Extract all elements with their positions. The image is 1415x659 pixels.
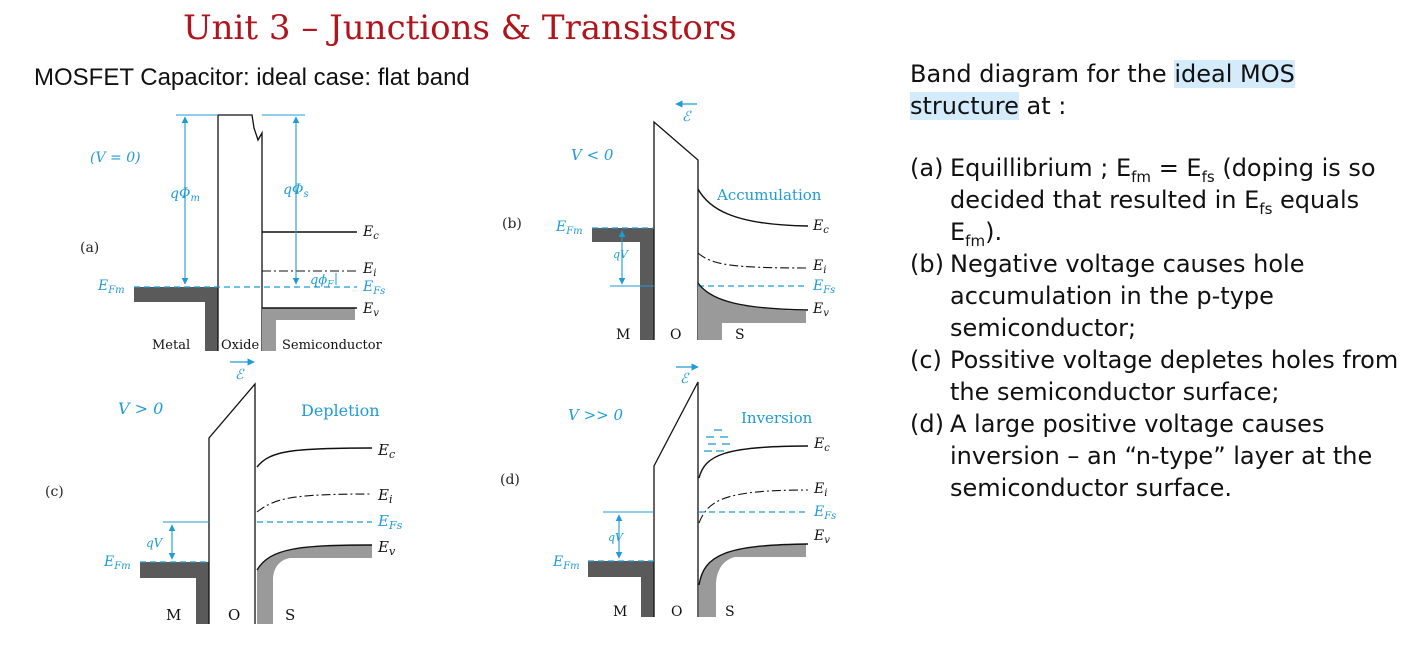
panel-a-ei-label: Ei: [362, 261, 376, 279]
panel-d-bias: V >> 0: [568, 406, 624, 424]
panel-a: (a) (V = 0) qΦm qΦs qϕF EFm Ec Ei EFs Ev…: [80, 114, 385, 353]
panel-b-regime: Accumulation: [716, 186, 822, 204]
panel-b-m-label: M: [616, 327, 630, 343]
slide-subtitle: MOSFET Capacitor: ideal case: flat band: [34, 64, 470, 91]
panel-d-ev-line: [698, 543, 809, 586]
panel-c-s-label: S: [285, 606, 295, 624]
panel-c-tag: (c): [45, 484, 64, 500]
mos-band-diagrams: (a) (V = 0) qΦm qΦs qϕF EFm Ec Ei EFs Ev…: [45, 100, 836, 624]
panel-a-ev-label: Ev: [362, 301, 379, 319]
panel-c-bias: V > 0: [118, 399, 163, 418]
panel-a-metal-label: Metal: [152, 338, 190, 353]
panel-c-ec-line: [256, 447, 373, 468]
panel-b-ei-label: Ei: [812, 258, 826, 276]
panel-a-oxide: [217, 114, 263, 351]
panel-c-ec-label: Ec: [377, 441, 395, 461]
slide-title: Unit 3 – Junctions & Transistors: [183, 8, 737, 48]
panel-b-metal: [592, 228, 654, 340]
panel-c-ei-label: Ei: [377, 486, 392, 506]
panel-b-efs-label: EFs: [812, 278, 835, 296]
panel-c-efm-label: EFm: [103, 554, 131, 572]
panel-c-efs-label: EFs: [377, 512, 403, 532]
panel-a-oxide-label: Oxide: [221, 338, 259, 353]
panel-b-s-label: S: [735, 327, 745, 343]
panel-c-valence-block: [257, 545, 372, 624]
panel-b-field-label: ℰ: [682, 109, 692, 125]
explanation-item-d: (d) A large positive voltage causes inve…: [910, 410, 1373, 502]
panel-a-ec-label: Ec: [362, 224, 379, 242]
panel-c-m-label: M: [166, 606, 181, 624]
panel-d-qv-label: qV: [608, 531, 624, 544]
panel-a-qphim-label: qΦm: [170, 186, 200, 204]
explanation-item-c: (c) Possitive voltage depletes holes fro…: [910, 346, 1399, 406]
panel-a-tag: (a): [80, 240, 99, 256]
panel-b-ec-line: [697, 188, 809, 227]
panel-b-bias: V < 0: [571, 146, 614, 164]
panel-c-ev-label: Ev: [377, 538, 396, 558]
panel-a-qphif-label: qϕF: [310, 273, 334, 290]
panel-a-metal: [134, 287, 218, 351]
panel-c-ev-line: [256, 544, 373, 571]
panel-d-field-label: ℰ: [680, 371, 690, 387]
panel-c: (c) V > 0 ℰ qV Depletion EFm Ec Ei EFs E…: [45, 358, 403, 624]
panel-b-tag: (b): [502, 216, 522, 232]
panel-d-valence-block: [699, 544, 806, 617]
panel-d: (d) V >> 0 ℰ qV Inversion EFm Ec Ei EFs …: [500, 363, 836, 620]
panel-b-valence-block: [698, 283, 806, 340]
panel-b-ev-label: Ev: [812, 301, 829, 319]
panel-d-metal: [588, 561, 654, 617]
panel-d-efs-label: EFs: [813, 504, 836, 522]
panel-c-field-label: ℰ: [235, 367, 245, 383]
explanation-item-b: (b) Negative voltage causes hole accumul…: [910, 250, 1305, 342]
panel-d-electrons: [704, 429, 730, 452]
panel-d-ec-label: Ec: [813, 436, 830, 454]
panel-c-oxide: [208, 382, 256, 624]
panel-a-valence-block: [262, 308, 355, 351]
panel-c-ei-line: [256, 493, 373, 513]
panel-d-ev-label: Ev: [813, 528, 830, 546]
panel-b-oxide: [653, 120, 699, 340]
panel-d-s-label: S: [725, 604, 735, 620]
panel-b-ei-line: [697, 252, 809, 269]
panel-a-bias: (V = 0): [90, 150, 141, 166]
panel-b-ec-label: Ec: [812, 218, 829, 236]
panel-a-efs-label: EFs: [362, 279, 385, 297]
panel-d-oxide: [653, 381, 699, 617]
panel-c-metal: [140, 562, 209, 624]
panel-a-semiconductor-label: Semiconductor: [282, 338, 383, 353]
panel-d-o-label: O: [671, 604, 682, 620]
panel-b-o-label: O: [670, 327, 681, 343]
panel-c-o-label: O: [228, 606, 240, 624]
explanation-intro: Band diagram for the ideal MOS structure…: [910, 60, 1295, 120]
panel-c-qv-label: qV: [146, 536, 164, 550]
panel-b-efm-label: EFm: [555, 219, 583, 237]
panel-d-ec-line: [698, 445, 809, 479]
panel-d-efm-label: EFm: [552, 554, 580, 572]
explanation-item-a: (a) Equillibrium ; Efm = Efs (doping is …: [910, 154, 1376, 250]
panel-d-ei-line: [698, 489, 809, 524]
explanation-panel: Band diagram for the ideal MOS structure…: [910, 58, 1400, 504]
panel-b-ev-line: [697, 282, 809, 311]
panel-d-ei-label: Ei: [813, 481, 827, 499]
panel-d-m-label: M: [613, 604, 627, 620]
panel-b: (b) V < 0 ℰ qV Accumulation EFm Ec Ei EF…: [502, 100, 835, 343]
panel-d-tag: (d): [500, 472, 520, 488]
panel-c-regime: Depletion: [301, 401, 380, 420]
panel-a-qphis-label: qΦs: [283, 182, 309, 200]
panel-d-regime: Inversion: [741, 409, 813, 427]
panel-a-efm-label: EFm: [97, 278, 125, 296]
panel-b-qv-label: qV: [613, 248, 629, 261]
